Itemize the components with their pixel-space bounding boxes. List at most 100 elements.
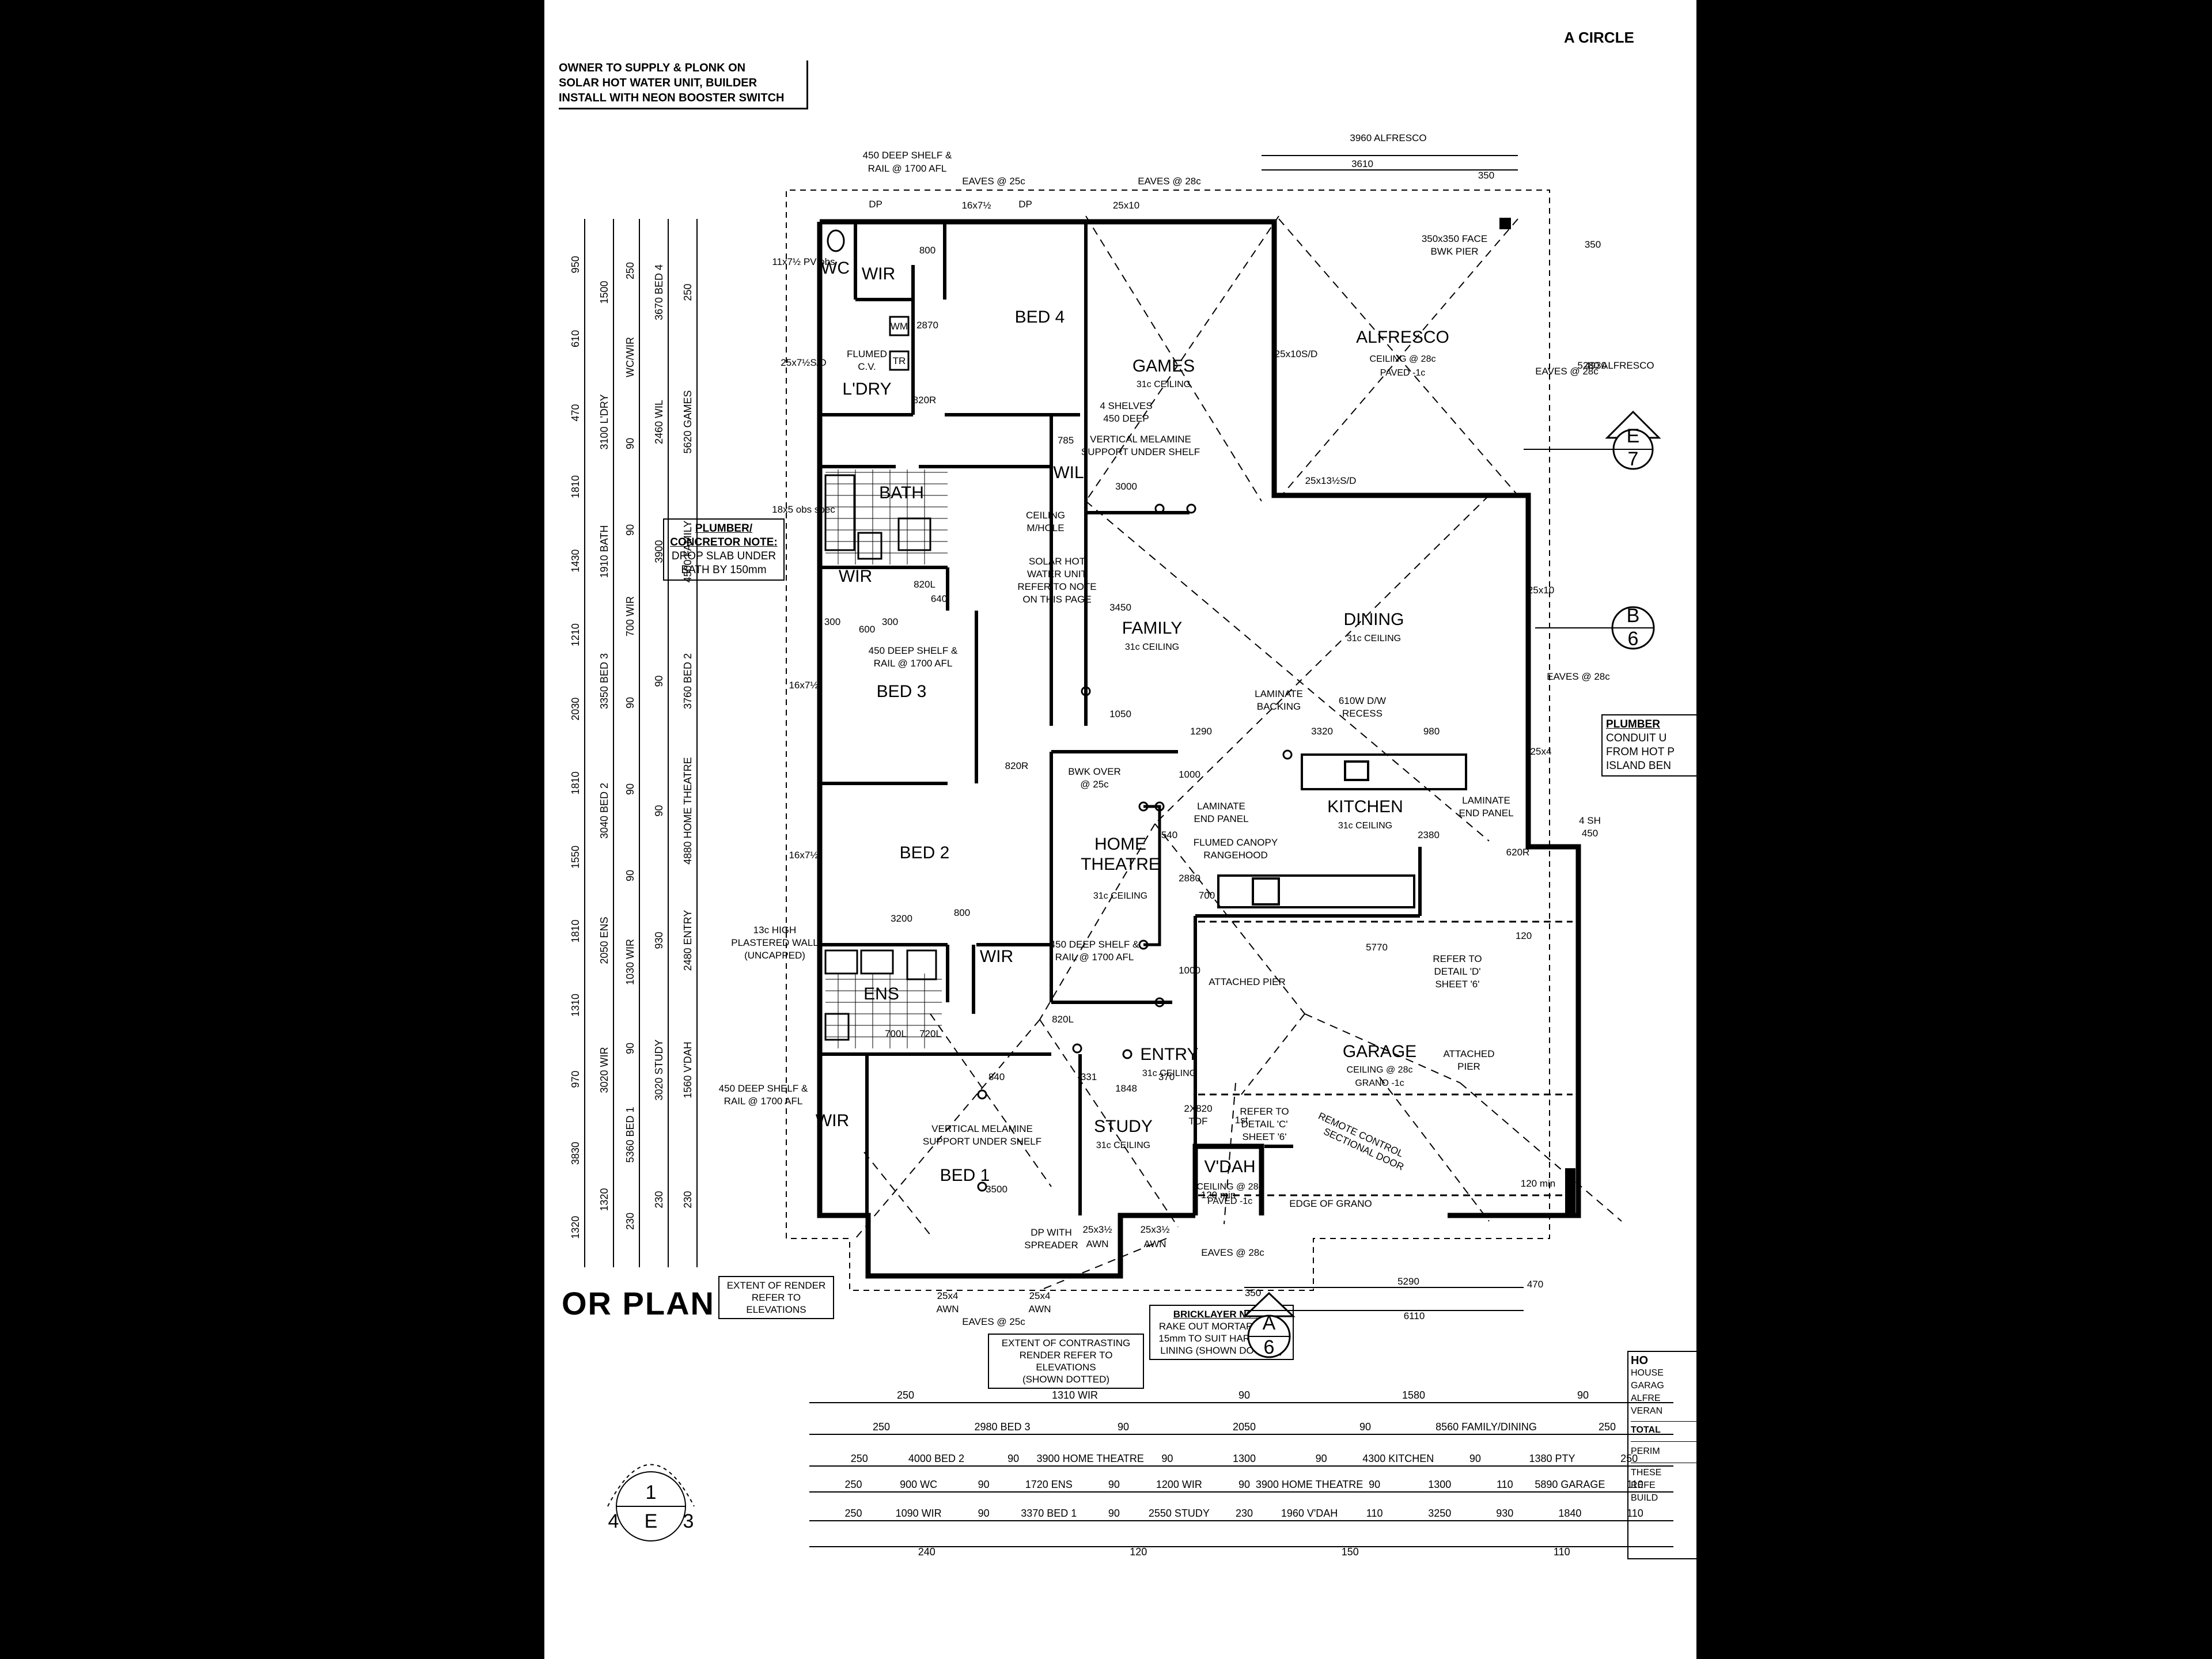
bottom-dim-row5-5: 2550 STUDY <box>1149 1508 1210 1519</box>
bottom-dim-row2-2: 90 <box>1118 1421 1129 1433</box>
ceiling-manhole-1: CEILING <box>1026 510 1065 521</box>
bwk-over-1: BWK OVER <box>1068 766 1121 777</box>
solar-note-line-3: INSTALL WITH NEON BOOSTER SWITCH <box>559 92 785 104</box>
dw-recess-1: 610W D/W <box>1339 695 1386 706</box>
left-dim-col4-4: 90 <box>653 805 665 816</box>
solar-hot-water-note: OWNER TO SUPPLY & PLONK ON SOLAR HOT WAT… <box>559 60 808 109</box>
dim-540: 540 <box>1161 830 1177 840</box>
dim-370: 370 <box>1158 1071 1175 1082</box>
dim-640: 640 <box>931 593 947 604</box>
left-dim-col5-7: 230 <box>682 1191 694 1208</box>
refer-c-3: SHEET '6' <box>1242 1131 1286 1142</box>
left-dim-col2-7: 1320 <box>599 1188 610 1211</box>
render-note-line-2: REFER TO ELEVATIONS <box>746 1292 806 1315</box>
solar-unit-1: SOLAR HOT <box>1029 556 1085 567</box>
left-dim-col3-9: 90 <box>624 1043 636 1054</box>
bottom-dim-row5-1: 1090 WIR <box>896 1508 942 1519</box>
plan-title: OR PLAN <box>562 1285 715 1321</box>
plumber-note-title: PLUMBER/ <box>695 522 753 535</box>
dim-1000b: 1000 <box>1179 965 1200 976</box>
left-dim-col1-6: 2030 <box>570 698 581 721</box>
floor-plan-sheet: OWNER TO SUPPLY & PLONK ON SOLAR HOT WAT… <box>544 0 1696 1659</box>
left-dim-col1-8: 1550 <box>570 846 581 869</box>
left-dim-col2-1: 3100 L'DRY <box>599 394 610 449</box>
left-dimension-text: 9506104701810143012102030181015501810131… <box>570 256 694 1238</box>
dim-331: 331 <box>1081 1071 1097 1082</box>
dining-ceiling: 31c CEILING <box>1347 634 1401 643</box>
dim-1050: 1050 <box>1109 709 1131 719</box>
window-16x7-side: 16x7½ <box>789 680 818 691</box>
room-label-wir-bed1: WIR <box>816 1111 849 1130</box>
dim-350b: 350 <box>1245 1287 1261 1298</box>
left-dim-col3-6: 90 <box>624 783 636 795</box>
dim-3200: 3200 <box>891 913 912 924</box>
dp-top-1: DP <box>869 199 882 210</box>
dim-620r: 620R <box>1506 847 1530 858</box>
laminate-backing-1: LAMINATE <box>1255 688 1303 699</box>
dim-800b: 800 <box>954 907 970 918</box>
left-dim-col3-2: 90 <box>624 438 636 449</box>
alfresco-dim: 3960 ALFRESCO <box>1350 132 1426 143</box>
room-label-kitchen: KITCHEN <box>1327 797 1403 816</box>
dp-top-2: DP <box>1018 199 1032 210</box>
shelf-top-1: 450 DEEP SHELF & <box>863 150 952 161</box>
entry-ceiling: 31c CEILING <box>1142 1069 1196 1078</box>
washing-machine: WM <box>891 321 908 332</box>
theatre-shelf-1: 450 DEEP SHELF & <box>1050 939 1139 950</box>
bottom-dim-row1-0: 250 <box>897 1389 914 1401</box>
contrast-note-line-2: RENDER REFER TO ELEVATIONS <box>1019 1350 1113 1373</box>
bottom-dim-row3-7: 4300 KITCHEN <box>1362 1453 1434 1464</box>
study-ceiling: 31c CEILING <box>1096 1141 1150 1150</box>
dim-2880: 2880 <box>1179 873 1200 884</box>
left-dim-col2-4: 3040 BED 2 <box>599 783 610 839</box>
room-label-wil: WIL <box>1053 463 1084 482</box>
wir-shelf-1: 450 DEEP SHELF & <box>869 645 958 656</box>
dim-1848: 1848 <box>1115 1083 1137 1094</box>
elevation-marker <box>607 1464 695 1541</box>
left-dim-col1-4: 1430 <box>570 550 581 573</box>
dim-820l: 820L <box>914 579 935 590</box>
bed1-melamine-1: VERTICAL MELAMINE <box>931 1123 1033 1134</box>
refer-c-2: DETAIL 'C' <box>1241 1119 1287 1130</box>
section-marker-letters: E 7 B 6 A 6 1 4 E 3 <box>608 425 1640 1532</box>
bed1-shelf-1: 450 DEEP SHELF & <box>719 1083 808 1094</box>
room-label-games: GAMES <box>1132 357 1195 376</box>
awn-a: AWN <box>1086 1238 1108 1249</box>
bottom-dim-row2-4: 90 <box>1359 1421 1371 1433</box>
room-label-bed4: BED 4 <box>1015 308 1065 327</box>
left-dim-col5-5: 2480 ENTRY <box>682 910 694 971</box>
elev-3: 3 <box>683 1510 694 1532</box>
window-25x10sd: 25x10S/D <box>1275 349 1318 359</box>
bottom-dim-row2-6: 250 <box>1599 1421 1616 1433</box>
plan-annotations: 450 DEEP SHELF & RAIL @ 1700 AFL EAVES @… <box>719 132 1654 1327</box>
room-label-entry: ENTRY <box>1140 1045 1198 1064</box>
refer-c-1: REFER TO <box>1240 1106 1289 1117</box>
room-label-family: FAMILY <box>1122 619 1182 638</box>
bottom-dim-row5-8: 110 <box>1366 1508 1383 1519</box>
dp-spreader-2: SPREADER <box>1024 1240 1078 1251</box>
floor-plan-drawing: BED 4 GAMES 31c CEILING ALFRESCO CEILING… <box>570 132 1673 1558</box>
roof-hip-lines <box>855 215 1622 1291</box>
dim-720l: 720L <box>919 1028 941 1039</box>
room-label-vdah: V'DAH <box>1204 1157 1255 1176</box>
left-dim-col4-6: 3020 STUDY <box>653 1039 665 1100</box>
bwk-pier-1: 350x350 FACE <box>1422 233 1487 244</box>
dim-600: 600 <box>859 624 875 635</box>
dim-5290: 5290 <box>1397 1276 1419 1287</box>
dim-300a: 300 <box>824 616 840 627</box>
bottom-dim-row4-10: 110 <box>1497 1479 1513 1490</box>
bottom-dim-row3-0: 250 <box>851 1453 868 1464</box>
dim-3000: 3000 <box>1115 481 1137 492</box>
window-25x13: 25x13½S/D <box>1305 475 1357 486</box>
dim-470: 470 <box>1527 1279 1543 1290</box>
bwk-pier-2: BWK PIER <box>1430 246 1478 257</box>
bottom-dim-row5-9: 3250 <box>1428 1508 1451 1519</box>
vdah-ceiling: CEILING @ 28c <box>1197 1182 1263 1192</box>
dim-120-min: 120 min <box>1201 1190 1236 1200</box>
alfresco-side-350: 350 <box>1585 239 1601 250</box>
room-label-bed2: BED 2 <box>900 843 950 862</box>
eaves-outline <box>786 190 1550 1291</box>
bottom-dim-row5-4: 90 <box>1108 1508 1120 1519</box>
solar-note-line-1: OWNER TO SUPPLY & PLONK ON <box>559 62 746 74</box>
